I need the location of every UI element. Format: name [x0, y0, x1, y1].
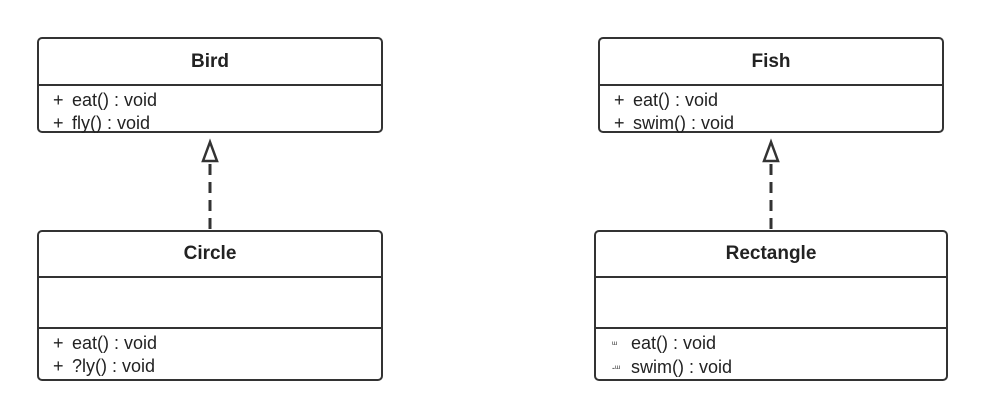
- class-methods-bird: + eat() : void + fly() : void: [39, 86, 381, 135]
- visibility-marker: +: [53, 333, 64, 353]
- visibility-marker: +: [614, 113, 625, 133]
- method-row: ᵚ eat() : void: [612, 332, 946, 356]
- class-methods-fish: + eat() : void + swim() : void: [600, 86, 942, 135]
- class-circle[interactable]: Circle + eat() : void + ?ly() : void: [37, 230, 383, 381]
- method-signature: eat() : void: [72, 90, 158, 110]
- method-row: + fly() : void: [53, 112, 381, 135]
- class-name-fish: Fish: [600, 39, 942, 86]
- class-name-bird: Bird: [39, 39, 381, 86]
- visibility-marker: +: [53, 90, 64, 110]
- class-name-circle: Circle: [39, 232, 381, 278]
- method-signature: swim() : void: [633, 113, 735, 133]
- class-methods-rectangle: ᵚ eat() : void -ᵚ swim() : void: [596, 329, 946, 380]
- visibility-marker: -ᵚ: [612, 362, 621, 373]
- class-attributes-rectangle: [596, 278, 946, 329]
- method-row: + eat() : void: [53, 89, 381, 112]
- visibility-marker: +: [53, 113, 64, 133]
- method-row: -ᵚ swim() : void: [612, 356, 946, 380]
- realization-arrowhead-fish: [762, 138, 780, 163]
- method-signature: fly() : void: [72, 113, 151, 133]
- method-signature: eat() : void: [631, 333, 717, 353]
- method-signature: ?ly() : void: [72, 356, 156, 376]
- method-row: + swim() : void: [614, 112, 942, 135]
- class-bird[interactable]: Bird + eat() : void + fly() : void: [37, 37, 383, 133]
- method-signature: swim() : void: [631, 356, 733, 377]
- class-methods-circle: + eat() : void + ?ly() : void: [39, 329, 381, 378]
- visibility-marker: +: [614, 90, 625, 110]
- method-row: + eat() : void: [53, 332, 381, 355]
- method-signature: eat() : void: [633, 90, 719, 110]
- realization-arrowhead-bird: [201, 138, 219, 163]
- class-rectangle[interactable]: Rectangle ᵚ eat() : void -ᵚ swim() : void: [594, 230, 948, 381]
- method-row: + ?ly() : void: [53, 355, 381, 378]
- method-row: + eat() : void: [614, 89, 942, 112]
- class-attributes-circle: [39, 278, 381, 329]
- visibility-marker: ᵚ: [612, 338, 618, 349]
- visibility-marker: +: [53, 356, 64, 376]
- class-fish[interactable]: Fish + eat() : void + swim() : void: [598, 37, 944, 133]
- class-name-rectangle: Rectangle: [596, 232, 946, 278]
- method-signature: eat() : void: [72, 333, 158, 353]
